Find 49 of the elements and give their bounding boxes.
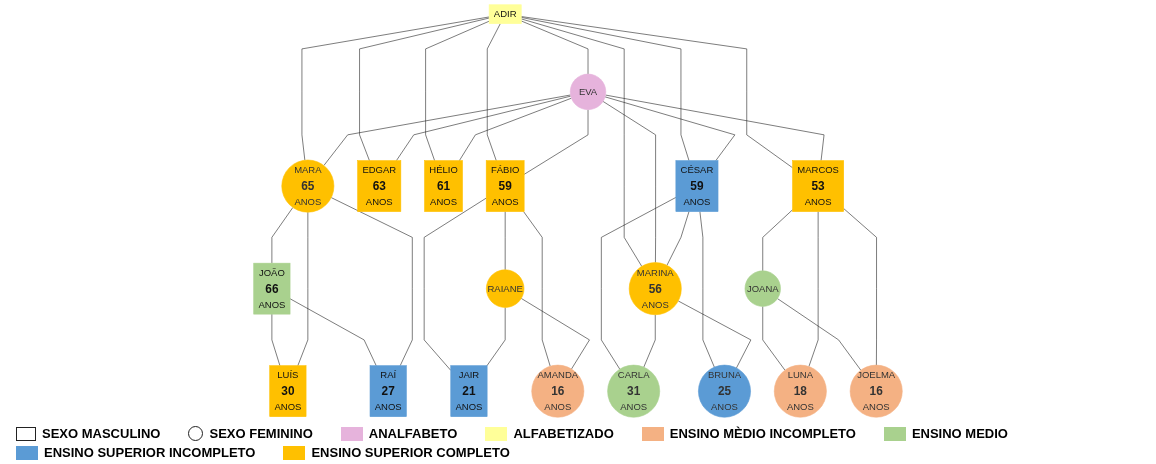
node-circle: LUNA 18 ANOS <box>773 364 827 418</box>
legend-label: SEXO MASCULINO <box>42 426 161 441</box>
node-box: JOÃO 66 ANOS <box>253 262 291 315</box>
connector <box>520 18 643 267</box>
connector <box>359 17 490 161</box>
legend-label: SEXO FEMININO <box>209 426 313 441</box>
connector <box>605 94 825 161</box>
legend-label: ENSINO MEDIO <box>911 426 1008 441</box>
connector <box>520 17 690 161</box>
connector <box>486 23 501 161</box>
connector <box>425 20 490 161</box>
connector <box>808 211 819 367</box>
node-circle: BRUNA 25 ANOS <box>698 364 751 418</box>
connector <box>602 101 656 263</box>
node-circle: MARA 65 ANOS <box>281 159 335 213</box>
node-box: JAIR 21 ANOS <box>450 365 488 417</box>
node-circle: AMANDA 16 ANOS <box>531 364 585 418</box>
connector <box>459 97 572 161</box>
connector <box>289 298 377 366</box>
connector <box>601 197 677 370</box>
connector <box>520 16 793 169</box>
connector <box>677 300 752 369</box>
connector <box>699 211 715 368</box>
legend-label: ALFABETIZADO <box>513 426 614 441</box>
legend-label: ANALFABETO <box>368 426 458 441</box>
node-box: FÁBIO 59 ANOS <box>485 160 525 212</box>
node-circle: EVA <box>569 73 607 110</box>
node-box: CÉSAR 59 ANOS <box>675 160 719 212</box>
legend-label: ENSINO MÈDIO INCOMPLETO <box>669 426 856 441</box>
node-box: LUÍS 30 ANOS <box>269 365 307 417</box>
node-circle: RAIANE <box>486 269 525 308</box>
connector <box>604 96 736 161</box>
node-circle: CARLA 31 ANOS <box>607 364 661 418</box>
node-circle: JOELMA 16 ANOS <box>849 364 903 418</box>
node-box: RAÍ 27 ANOS <box>369 365 407 417</box>
connector <box>297 211 309 366</box>
legend-label: ENSINO SUPERIOR COMPLETO <box>311 445 510 460</box>
node-box: EDGAR 63 ANOS <box>357 160 402 212</box>
legend-label: ENSINO SUPERIOR INCOMPLETO <box>44 445 256 460</box>
node-circle: JOANA <box>744 270 781 307</box>
connector <box>777 298 862 371</box>
node-box: HÉLIO 61 ANOS <box>424 160 463 212</box>
connector <box>520 298 590 370</box>
connector <box>323 94 571 166</box>
node-circle: MARINA 56 ANOS <box>628 262 682 315</box>
connector <box>396 95 572 161</box>
node-box: MARCOS 53 ANOS <box>792 160 844 212</box>
node-box: ADIR <box>488 4 522 24</box>
connector <box>523 211 551 367</box>
